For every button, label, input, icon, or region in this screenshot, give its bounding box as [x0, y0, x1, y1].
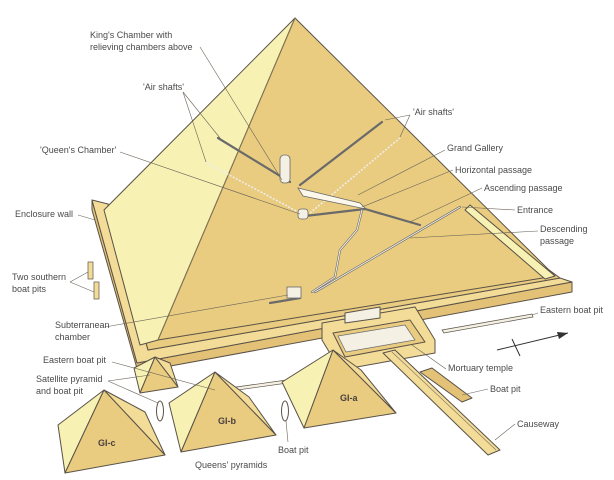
causeway-boat-pit: [419, 367, 473, 403]
mortuary-temple: [321, 306, 436, 371]
label-descending-passage-2: passage: [540, 236, 574, 246]
label-causeway: Causeway: [517, 419, 560, 429]
label-gi-a: GI-a: [340, 393, 358, 403]
label-eastern-boat-pit-right: Eastern boat pit: [540, 305, 604, 315]
southern-boat-pit: [93, 281, 100, 300]
label-southern-boat-pits-2: boat pits: [12, 284, 47, 294]
label-ascending-passage: Ascending passage: [484, 183, 563, 193]
label-gi-c: GI-c: [98, 438, 116, 448]
label-grand-gallery: Grand Gallery: [447, 143, 504, 153]
kings-chamber: [279, 154, 291, 184]
label-queens-chamber: 'Queen's Chamber': [40, 145, 116, 155]
label-satellite-pyramid: Satellite pyramid: [36, 374, 103, 384]
label-subterranean-chamber: Subterranean: [55, 320, 110, 330]
subterranean-chamber: [286, 286, 302, 299]
label-horizontal-passage: Horizontal passage: [455, 165, 532, 175]
great-pyramid: [103, 17, 556, 346]
label-kings-chamber-2: relieving chambers above: [90, 42, 193, 52]
internal-passages: [204, 120, 462, 305]
label-kings-chamber: King's Chamber with: [90, 30, 172, 40]
label-eastern-boat-pit-left: Eastern boat pit: [43, 355, 107, 365]
label-entrance: Entrance: [517, 205, 553, 215]
southern-boat-pit: [87, 261, 94, 280]
label-mortuary-temple: Mortuary temple: [448, 363, 513, 373]
label-boat-pit-right: Boat pit: [490, 384, 521, 394]
label-southern-boat-pits: Two southern: [12, 272, 66, 282]
causeway: [382, 349, 501, 456]
label-gi-b: GI-b: [218, 416, 236, 426]
queens-pyramid-gi-b: [168, 371, 277, 453]
arrow-right-icon: [496, 332, 569, 357]
label-enclosure-wall: Enclosure wall: [15, 209, 73, 219]
queens-pyramid-gi-c: [57, 389, 166, 474]
label-boat-pit-bottom: Boat pit: [278, 445, 309, 455]
queens-boat-pit: [281, 400, 289, 422]
satellite-boat-pit: [156, 400, 164, 422]
leader-lines: [69, 46, 539, 443]
eastern-boat-pit: [441, 313, 534, 334]
queens-chamber: [297, 208, 309, 220]
label-air-shafts-right: 'Air shafts': [413, 107, 454, 117]
label-satellite-pyramid-2: and boat pit: [36, 386, 84, 396]
label-descending-passage: Descending: [540, 224, 588, 234]
label-subterranean-chamber-2: chamber: [55, 332, 90, 342]
label-air-shafts-left: 'Air shafts': [143, 82, 184, 92]
label-queens-pyramids: Queens' pyramids: [195, 460, 268, 470]
queens-pyramid-gi-a: [281, 349, 397, 429]
